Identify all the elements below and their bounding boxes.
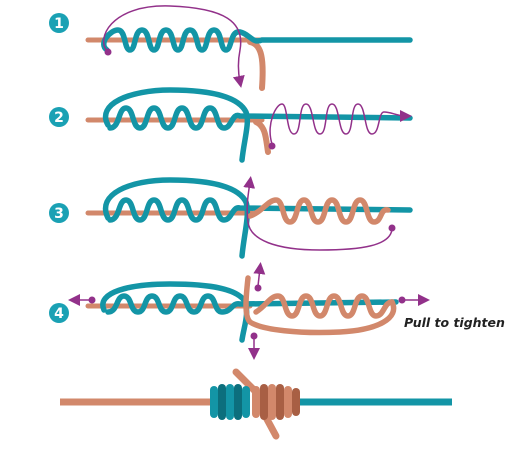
tan-coils	[252, 384, 300, 420]
step-badge-icon	[49, 13, 69, 33]
step-number: 1	[54, 16, 64, 32]
step-3: 3	[49, 176, 413, 259]
step-badge-icon	[49, 203, 69, 223]
teal-loop	[103, 177, 251, 259]
pull-to-tighten-caption: Pull to tighten	[404, 315, 505, 330]
guide-path	[243, 176, 393, 251]
guide-dot-icon	[268, 142, 276, 150]
step-2: 2	[49, 87, 413, 163]
guide-path	[269, 103, 412, 145]
step-number: 3	[54, 206, 64, 222]
tan-tag-end	[253, 119, 271, 155]
teal-wraps	[101, 27, 413, 53]
step-number: 4	[54, 306, 64, 322]
guide-path	[103, 5, 245, 88]
tan-wraps	[247, 197, 391, 225]
arrow-head-icon	[253, 262, 266, 287]
step-badge-icon	[49, 107, 69, 127]
guide-dot-icon	[104, 48, 112, 56]
guide-dot-icon	[250, 332, 258, 340]
teal-wraps	[107, 197, 413, 223]
step-number: 2	[54, 110, 64, 126]
tan-tag-end	[247, 39, 266, 91]
guide-dot-icon	[398, 296, 406, 304]
finished-knot	[60, 368, 452, 440]
tan-wraps	[253, 293, 395, 319]
guide-dot-icon	[388, 224, 396, 232]
step-badge-icon	[49, 303, 69, 323]
guide-dot-icon	[88, 296, 96, 304]
teal-wraps	[107, 105, 413, 131]
teal-wraps	[105, 293, 399, 315]
teal-coils	[210, 384, 250, 420]
tan-loop	[243, 275, 397, 336]
step-4: 4 Pull to tighten	[49, 262, 505, 360]
step-1: 1	[49, 5, 413, 91]
guide-dot-icon	[254, 284, 262, 292]
teal-loop	[103, 87, 251, 163]
